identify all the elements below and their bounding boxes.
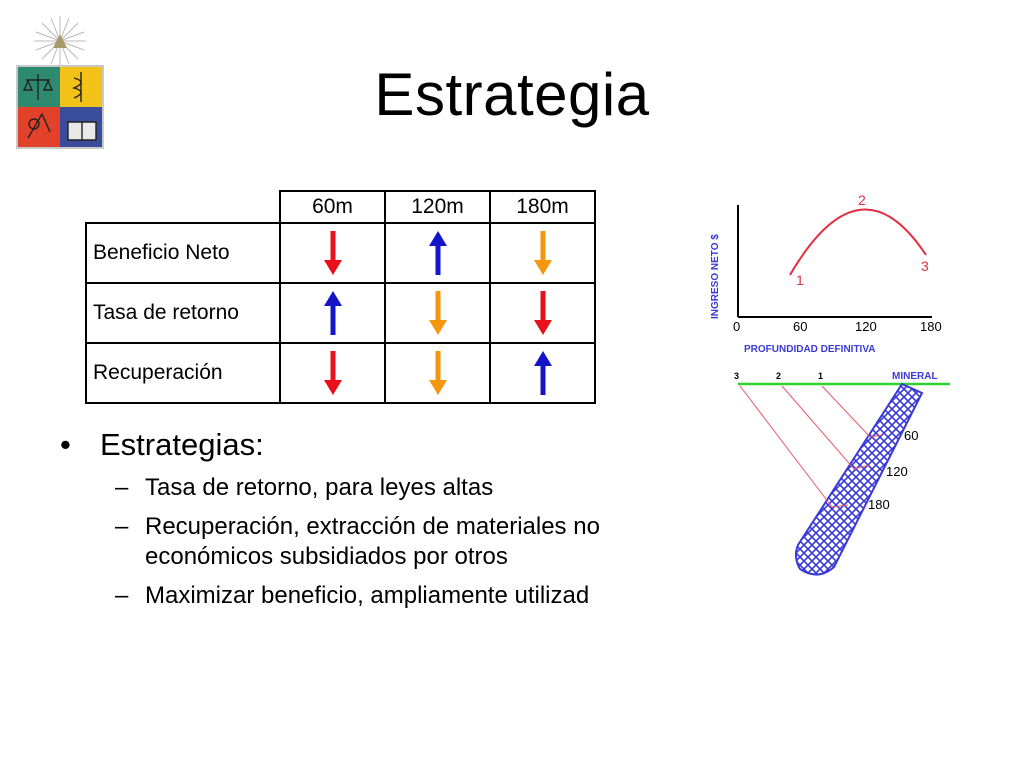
- arrow-cell: [384, 282, 491, 344]
- arrow-down-icon: [533, 231, 552, 275]
- bullet-heading: • Estrategias:: [60, 425, 720, 465]
- x-tick-label: 60: [793, 319, 807, 334]
- sub-bullet: – Maximizar beneficio, ampliamente utili…: [60, 581, 720, 611]
- curve-point-label: 3: [921, 258, 929, 274]
- x-tick-label: 0: [733, 319, 740, 334]
- section-label: 3: [734, 371, 739, 381]
- chart-y-label: INGRESO NETO $: [710, 234, 721, 319]
- section-label: 2: [776, 371, 781, 381]
- arrow-cell: [384, 222, 491, 284]
- arrow-up-icon: [533, 351, 552, 395]
- curve-point-label: 1: [796, 272, 804, 288]
- table-row-recuperacion: Recuperación: [85, 342, 596, 404]
- depth-label: 60: [904, 428, 918, 443]
- arrow-down-icon: [428, 351, 447, 395]
- net-income-curve: [789, 208, 927, 276]
- arrow-cell: [489, 282, 596, 344]
- sub-bullet-text: Recuperación, extracción de materiales n…: [145, 513, 600, 570]
- university-logo: [14, 14, 106, 154]
- curve-point-label: 2: [858, 192, 866, 208]
- arrow-up-icon: [428, 231, 447, 275]
- strategy-comparison-table: 60m 120m 180m Beneficio Neto Tasa de ret…: [85, 190, 596, 404]
- table-corner-cell: [86, 191, 281, 224]
- dash-icon: –: [115, 582, 129, 609]
- sub-bullet: – Recuperación, extracción de materiales…: [60, 512, 720, 572]
- sub-bullet-text: Tasa de retorno, para leyes altas: [145, 474, 494, 501]
- arrow-down-icon: [428, 291, 447, 335]
- arrow-cell: [489, 222, 596, 284]
- mineral-label: MINERAL: [892, 371, 938, 382]
- column-header-120m: 120m: [384, 190, 491, 224]
- slide-title: Estrategia: [374, 61, 650, 128]
- column-header-180m: 180m: [489, 190, 596, 224]
- arrow-cell: [279, 342, 386, 404]
- depth-label: 180: [868, 497, 890, 512]
- arrow-down-icon: [323, 351, 342, 395]
- column-header-60m: 60m: [279, 190, 386, 224]
- bullet-heading-text: Estrategias:: [100, 427, 264, 462]
- arrow-up-icon: [323, 291, 342, 335]
- bullet-dot-icon: •: [60, 427, 71, 462]
- pit-wall-lines: [739, 385, 883, 508]
- row-label: Recuperación: [85, 342, 281, 404]
- sub-bullet-text: Maximizar beneficio, ampliamente utiliza…: [145, 582, 590, 609]
- x-tick-label: 120: [855, 319, 877, 334]
- pit-depth-diagram: INGRESO NETO $ PROFUNDIDAD DEFINITIVA 0 …: [710, 192, 950, 576]
- chart-x-label: PROFUNDIDAD DEFINITIVA: [744, 344, 875, 355]
- arrow-down-icon: [323, 231, 342, 275]
- arrow-cell: [384, 342, 491, 404]
- pit-depth-figure: INGRESO NETO $ PROFUNDIDAD DEFINITIVA 0 …: [700, 185, 960, 585]
- arrow-down-icon: [533, 291, 552, 335]
- arrow-cell: [279, 282, 386, 344]
- ore-body: [794, 382, 924, 576]
- section-label: 1: [818, 371, 823, 381]
- dash-icon: –: [115, 474, 129, 501]
- sub-bullet: – Tasa de retorno, para leyes altas: [60, 473, 720, 503]
- dash-icon: –: [115, 513, 129, 540]
- row-label: Tasa de retorno: [85, 282, 281, 344]
- x-tick-label: 180: [920, 319, 942, 334]
- row-label: Beneficio Neto: [85, 222, 281, 284]
- arrow-cell: [279, 222, 386, 284]
- arrow-cell: [489, 342, 596, 404]
- table-row-tasa-de-retorno: Tasa de retorno: [85, 282, 596, 344]
- depth-label: 120: [886, 464, 908, 479]
- table-row-beneficio-neto: Beneficio Neto: [85, 222, 596, 284]
- bullet-list: • Estrategias: – Tasa de retorno, para l…: [60, 425, 720, 620]
